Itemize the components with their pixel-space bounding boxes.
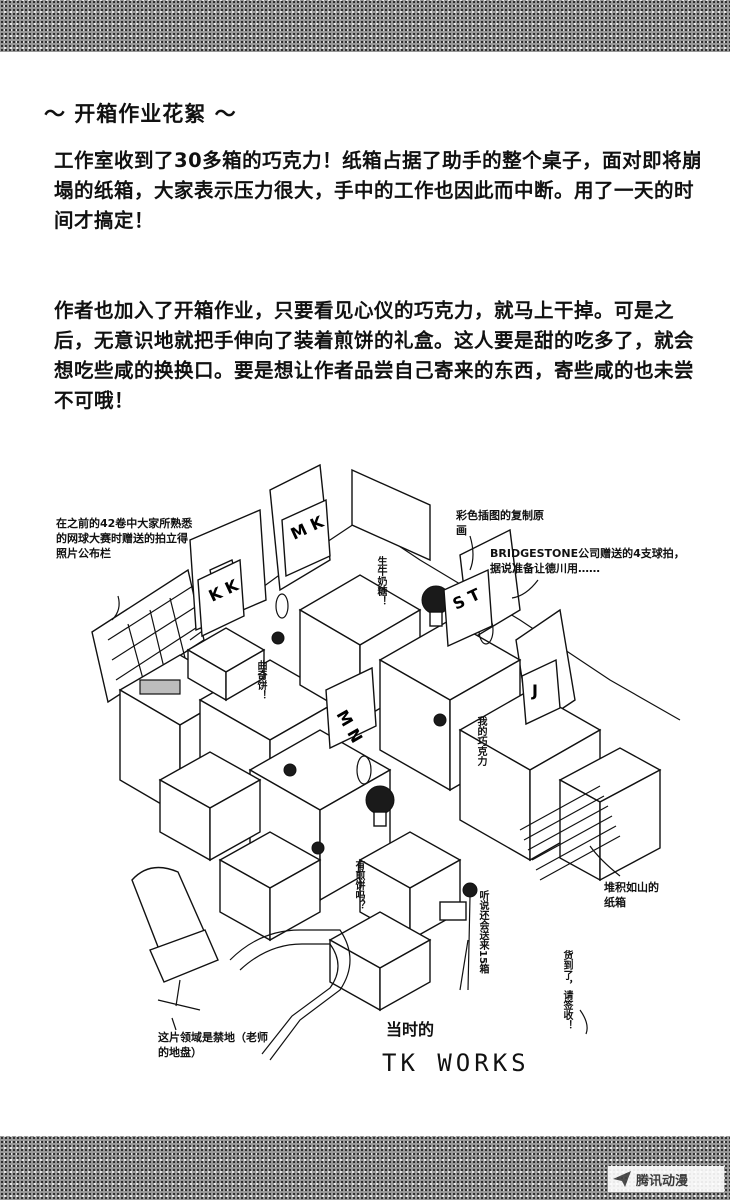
annotation-arrows bbox=[111, 535, 621, 1035]
annotation-photo-board: 在之前的42卷中大家所熟悉的网球大赛时赠送的拍立得照片公布栏 bbox=[56, 517, 193, 560]
screentone-top-border bbox=[0, 0, 730, 52]
photo-board bbox=[91, 568, 205, 704]
stacked-boards bbox=[519, 785, 621, 881]
annotation-tkworks-prefix: 当时的 bbox=[386, 1020, 435, 1039]
paragraph-unboxing: 工作室收到了30多箱的巧克力！纸箱占据了助手的整个桌子，面对即将崩塌的纸箱，大家… bbox=[54, 149, 703, 232]
annotation-delivered: 货到了，请签收！ bbox=[561, 950, 572, 1030]
potted-plants bbox=[365, 585, 451, 827]
annotation-cookie: 曲奇饼！ bbox=[255, 660, 266, 700]
armchair bbox=[131, 866, 219, 1011]
annotation-cracker: 有煎饼吗？ bbox=[353, 860, 364, 910]
desk-label-j: J bbox=[531, 681, 538, 700]
annotation-more-boxes: 听说还会送来15箱 bbox=[477, 890, 488, 974]
annotation-color-copies: 彩色插图的复制原画 bbox=[456, 509, 544, 537]
people bbox=[271, 631, 478, 991]
paper-plane-icon bbox=[613, 1171, 631, 1187]
annotation-tkworks: TK WORKS bbox=[382, 1049, 530, 1077]
desk-nameplates: K K M K S T M N J bbox=[197, 498, 561, 750]
annotation-my-chocolate: 我的巧克力 bbox=[475, 716, 486, 766]
annotation-milk-candy: 生牛奶糖！ bbox=[375, 556, 386, 606]
annotation-rackets: BRIDGESTONE公司赠送的4支球拍，据说准备让德川用…… bbox=[490, 547, 685, 575]
cardboard-boxes bbox=[158, 627, 662, 1012]
partition-wall bbox=[229, 929, 351, 1061]
watermark-text: 腾讯动漫 bbox=[636, 1173, 689, 1189]
watermark-logo: 腾讯动漫 bbox=[608, 1166, 724, 1192]
paragraph-author: 作者也加入了开箱作业，只要看见心仪的巧克力，就马上干掉。可是之后，无意识地就把手… bbox=[54, 299, 695, 412]
annotation-forbidden-area: 这片领域是禁地（老师的地盘） bbox=[158, 1031, 268, 1059]
tennis-rackets bbox=[275, 593, 494, 785]
annotation-box-pile: 堆积如山的纸箱 bbox=[604, 881, 659, 909]
page-heading: ～ 开箱作业花絮 ～ bbox=[44, 102, 237, 126]
